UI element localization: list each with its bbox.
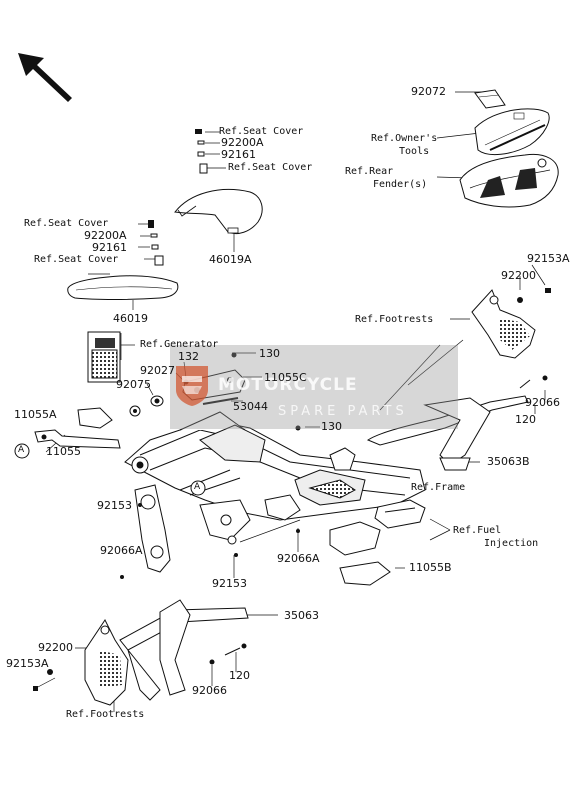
- label-120-right: 120: [515, 413, 536, 426]
- ref-marker-a-frame: A: [194, 482, 201, 492]
- label-ref-frame: Ref.Frame: [411, 482, 466, 493]
- label-92066-left: 92066: [192, 684, 227, 697]
- label-132: 132: [178, 350, 199, 363]
- leader-lines: [35, 91, 546, 712]
- bracket-11055: [34, 429, 121, 449]
- label-11055c: 11055C: [264, 371, 307, 384]
- front-direction-arrow: [18, 53, 72, 102]
- label-ref-rear-fender-2: Fender(s): [373, 179, 428, 190]
- left-footrest-assembly: [33, 619, 129, 706]
- label-ref-seat-cover-d: Ref.Seat Cover: [34, 254, 119, 265]
- label-ref-seat-cover-b: Ref.Seat Cover: [228, 162, 313, 173]
- rear-fender-assembly: [459, 153, 559, 208]
- seat-cover-46019: [67, 220, 179, 300]
- label-ref-generator: Ref.Generator: [140, 339, 219, 350]
- label-ref-owners-tools-1: Ref.Owner's: [371, 133, 438, 144]
- label-92066a-left: 92066A: [100, 544, 143, 557]
- label-92153a-left: 92153A: [6, 657, 49, 670]
- label-ref-seat-cover-c: Ref.Seat Cover: [24, 218, 109, 229]
- part-92072-strap: [474, 89, 506, 109]
- label-ref-rear-fender-1: Ref.Rear: [345, 166, 394, 177]
- label-11055: 11055: [46, 445, 81, 458]
- small-fasteners: [120, 503, 300, 579]
- label-92066-right: 92066: [525, 396, 560, 409]
- label-ref-footrests-right: Ref.Footrests: [355, 314, 434, 325]
- label-130-top: 130: [259, 347, 280, 360]
- regulator-assembly: [77, 331, 164, 429]
- label-92200-left: 92200: [38, 641, 73, 654]
- label-ref-fuel-1: Ref.Fuel: [453, 525, 502, 536]
- label-92161-top: 92161: [221, 148, 256, 161]
- label-92153a-right: 92153A: [527, 252, 570, 265]
- watermark-panel: [170, 345, 458, 429]
- label-92075: 92075: [116, 378, 151, 391]
- label-92153-a: 92153: [97, 499, 132, 512]
- label-92161-left: 92161: [92, 241, 127, 254]
- label-92153-b: 92153: [212, 577, 247, 590]
- label-ref-owners-tools-2: Tools: [399, 146, 430, 157]
- label-120-left: 120: [229, 669, 250, 682]
- label-ref-seat-cover-a: Ref.Seat Cover: [219, 126, 304, 137]
- watermark-logo: [176, 366, 208, 406]
- label-35063: 35063: [284, 609, 319, 622]
- label-130-mid: 130: [321, 420, 342, 433]
- reference-markers: [14, 443, 206, 496]
- stand-35063: [119, 599, 249, 701]
- label-35063b: 35063B: [487, 455, 530, 468]
- label-92200-right: 92200: [501, 269, 536, 282]
- label-92072: 92072: [411, 85, 446, 98]
- label-46019a: 46019A: [209, 253, 252, 266]
- watermark-title: MOTORCYCLE: [218, 375, 358, 395]
- label-46019: 46019: [113, 312, 148, 325]
- stand-35063b: [366, 375, 548, 471]
- label-11055b: 11055B: [409, 561, 452, 574]
- owners-tools-pouch: [474, 108, 550, 156]
- label-ref-fuel-2: Injection: [484, 538, 539, 549]
- label-92066a-mid: 92066A: [277, 552, 320, 565]
- right-footrest-assembly: [471, 288, 551, 359]
- label-92200a-top: 92200A: [221, 136, 264, 149]
- fuel-injection-covers: [329, 499, 426, 586]
- label-92027: 92027: [140, 364, 175, 377]
- label-92200a-left: 92200A: [84, 229, 127, 242]
- label-11055a: 11055A: [14, 408, 57, 421]
- label-ref-footrests-left: Ref.Footrests: [66, 709, 145, 720]
- watermark-subtitle: SPARE PARTS: [278, 404, 408, 419]
- label-53044: 53044: [233, 400, 268, 413]
- seat-cover-46019a: [174, 129, 263, 235]
- ref-marker-a-left: A: [18, 445, 25, 455]
